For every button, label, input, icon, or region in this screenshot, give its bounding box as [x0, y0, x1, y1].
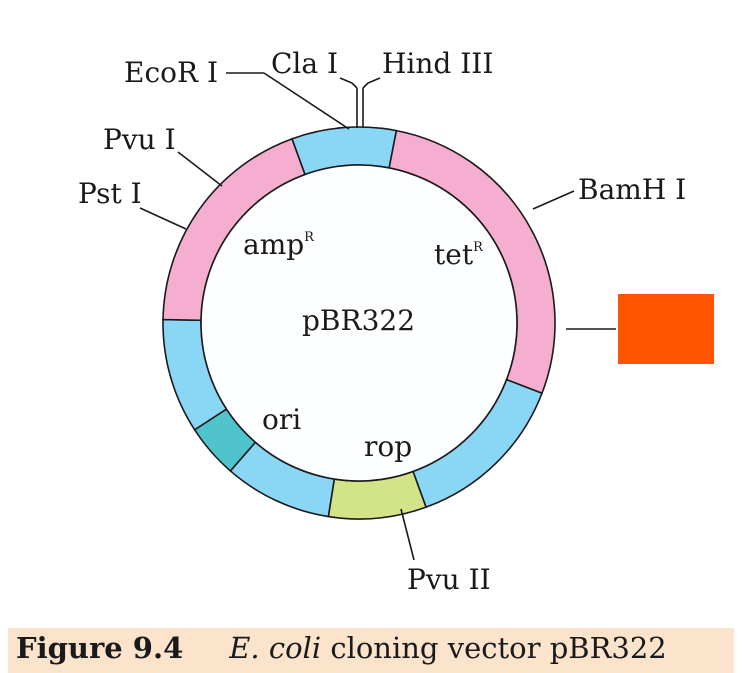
bamh1-leader — [532, 190, 575, 210]
pst1-label: Pst I — [78, 177, 142, 210]
pvu2-leader — [400, 508, 415, 561]
amp-gene-label: ampR — [243, 228, 315, 261]
caption-background — [8, 628, 734, 673]
cla1-label: Cla I — [271, 47, 338, 80]
site-leader-lines — [139, 72, 616, 561]
plasmid-ring — [162, 126, 556, 520]
figure-number: Figure 9.4 — [16, 631, 184, 665]
tet-gene-label: tetR — [434, 238, 484, 271]
rop-label: rop — [364, 430, 412, 463]
pst1-leader — [139, 207, 187, 230]
organism-name: E. coli — [229, 631, 322, 665]
caption-text: cloning vector pBR322 — [321, 631, 667, 665]
ori-label: ori — [262, 403, 301, 436]
ecor1-label: EcoR I — [124, 56, 218, 89]
plasmid-inner-circle — [200, 164, 518, 482]
hind3-label: Hind III — [382, 47, 493, 80]
pvu1-leader — [177, 151, 223, 187]
plasmid-name-label: pBR322 — [302, 304, 415, 337]
pvu2-label: Pvu II — [407, 563, 491, 596]
pbr322-plasmid-diagram: EcoR I Cla I Hind III Pvu I Pst I BamH I… — [78, 47, 714, 596]
ecor1-leader-diagonal — [263, 72, 350, 130]
cla1-leader-hook — [339, 77, 358, 89]
figure-caption: Figure 9.4 E. coli cloning vector pBR322 — [16, 631, 667, 665]
pvu1-label: Pvu I — [103, 123, 176, 156]
orange-marker-box — [618, 294, 714, 364]
bamh1-label: BamH I — [578, 173, 686, 206]
hind3-leader-hook — [362, 77, 381, 89]
